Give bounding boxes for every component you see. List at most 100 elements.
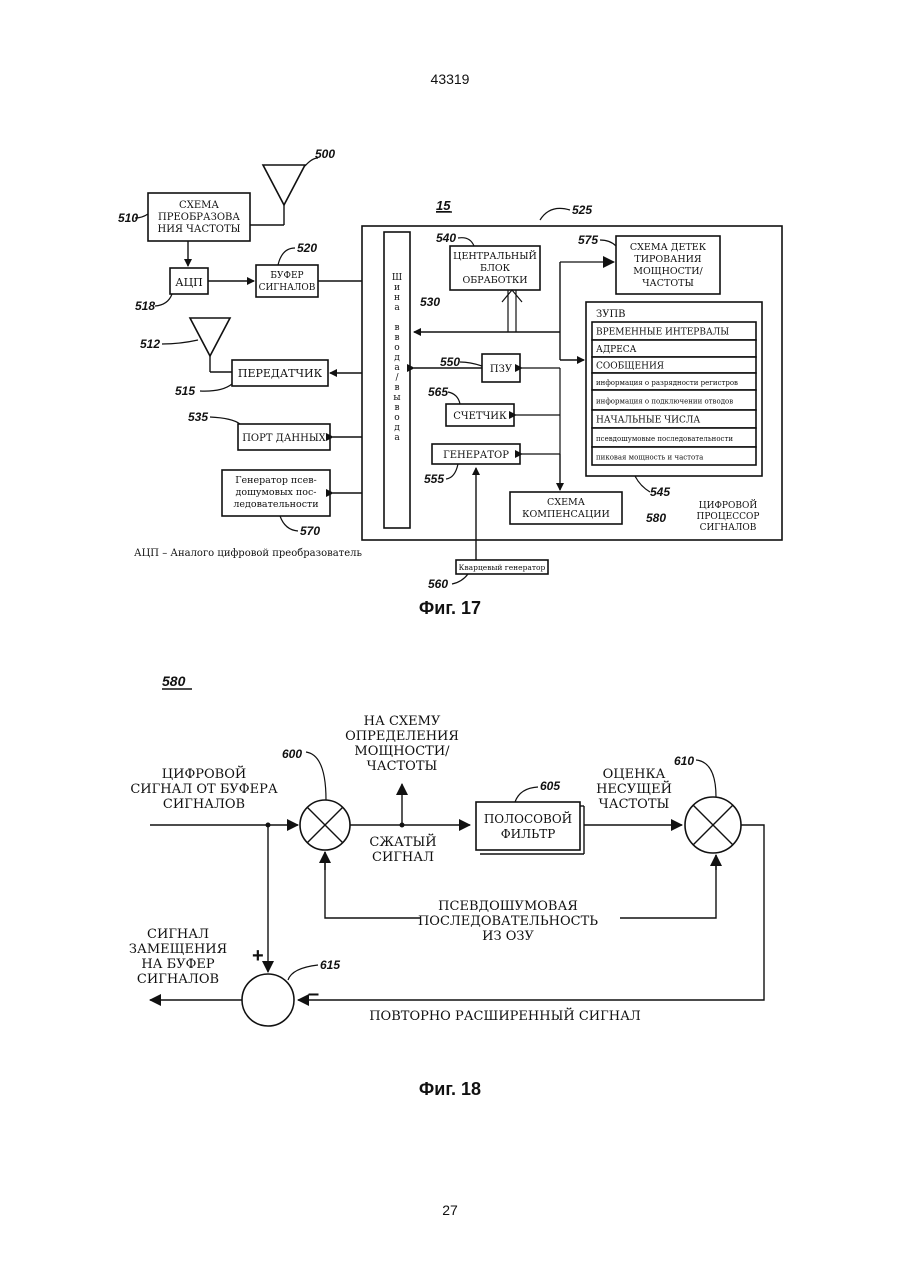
generator-label: ГЕНЕРАТОР (443, 450, 509, 461)
io-bus-char: а (394, 433, 400, 443)
antenna-512-icon (190, 318, 232, 372)
page-header: 43319 (431, 71, 470, 87)
adc-label: АЦП (175, 276, 203, 289)
ram-row-label: ВРЕМЕННЫЕ ИНТЕРВАЛЫ (596, 328, 729, 338)
ref-545: 545 (650, 485, 670, 499)
freq-converter-line-3: НИЯ ЧАСТОТЫ (157, 224, 240, 235)
io-bus-char: ы (393, 393, 400, 403)
pn-ram-3: ИЗ ОЗУ (482, 929, 534, 944)
ref-565: 565 (428, 385, 448, 399)
pn-ram-2: ПОСЛЕДОВАТЕЛЬНОСТЬ (418, 914, 598, 929)
fig18-title-ref: 580 (162, 673, 186, 689)
replace-2: ЗАМЕЩЕНИЯ (129, 942, 227, 957)
fig17-caption: Фиг. 17 (419, 598, 481, 618)
figure-18: 580 ЦИФРОВОЙ СИГНАЛ ОТ БУФЕРА СИГНАЛОВ 6… (129, 673, 764, 1099)
antenna-500-icon (250, 165, 305, 225)
dsp-label-2: ПРОЦЕССОР (697, 512, 760, 522)
ram-row-label: информация о подключении отводов (596, 398, 733, 406)
power-det-line-2: ТИРОВАНИЯ (634, 254, 702, 265)
io-bus-char: в (394, 323, 399, 333)
ref-580: 580 (646, 511, 666, 525)
input-label-2: СИГНАЛ ОТ БУФЕРА (130, 782, 277, 797)
data-port-label: ПОРТ ДАННЫХ (242, 433, 326, 444)
io-bus-char: д (394, 423, 400, 433)
replace-1: СИГНАЛ (147, 927, 209, 942)
io-bus-char: о (394, 413, 399, 423)
io-bus-char: и (394, 283, 400, 293)
transmitter-label: ПЕРЕДАТЧИК (238, 367, 323, 380)
ref-512: 512 (140, 337, 160, 351)
summer-615-icon (242, 974, 294, 1026)
ref-610: 610 (674, 754, 694, 768)
bandpass-1: ПОЛОСОВОЙ (484, 810, 572, 826)
minus-sign: – (308, 983, 319, 1005)
ref-600: 600 (282, 747, 302, 761)
io-bus-char: Ш (392, 273, 402, 283)
ref-535: 535 (188, 410, 208, 424)
multiplier-600-icon (300, 800, 350, 850)
bandpass-2: ФИЛЬТР (501, 827, 556, 841)
rom-label: ПЗУ (490, 364, 513, 375)
figure-17: 500 СХЕМА ПРЕОБРАЗОВА НИЯ ЧАСТОТЫ 510 АЦ… (118, 147, 782, 618)
buffer-line-1: БУФЕР (270, 271, 303, 281)
ref-550: 550 (440, 355, 460, 369)
io-bus-char: д (394, 353, 400, 363)
ref-615: 615 (320, 958, 340, 972)
bandpass-filter-box (476, 802, 580, 850)
compensation-line-2: КОМПЕНСАЦИИ (522, 509, 610, 520)
ram-row-label: информация о разрядности регистров (596, 379, 738, 387)
compressed-2: СИГНАЛ (372, 850, 434, 865)
page-number: 27 (442, 1202, 458, 1218)
ram-rows: ВРЕМЕННЫЕ ИНТЕРВАЛЫ АДРЕСА СООБЩЕНИЯ информ… (592, 322, 756, 465)
compensation-line-1: СХЕМА (547, 497, 586, 508)
ref-515: 515 (175, 384, 195, 398)
ref-500: 500 (315, 147, 335, 161)
carrier-1: ОЦЕНКА (603, 767, 666, 782)
cpu-line-2: БЛОК (480, 263, 511, 274)
replace-4: СИГНАЛОВ (137, 972, 219, 987)
ram-row-label: АДРЕСА (596, 345, 637, 355)
to-power-3: МОЩНОСТИ/ (354, 744, 450, 759)
to-power-4: ЧАСТОТЫ (367, 759, 438, 774)
carrier-2: НЕСУЩЕЙ (596, 780, 672, 797)
ref-540: 540 (436, 231, 456, 245)
ref-530: 530 (420, 295, 440, 309)
input-label-1: ЦИФРОВОЙ (162, 765, 246, 782)
ref-525: 525 (572, 203, 592, 217)
ref-555: 555 (424, 472, 444, 486)
io-bus-char: в (394, 333, 399, 343)
to-power-2: ОПРЕДЕЛЕНИЯ (345, 729, 459, 744)
pn-ram-1: ПСЕВДОШУМОВАЯ (438, 899, 578, 914)
ram-row-label: псевдошумовые последовательности (596, 435, 733, 443)
io-bus-char: а (394, 363, 400, 373)
power-det-line-4: ЧАСТОТЫ (642, 278, 694, 289)
power-det-line-1: СХЕМА ДЕТЕК (630, 242, 707, 253)
power-det-line-3: МОЩНОСТИ/ (633, 266, 703, 277)
dsp-label-1: ЦИФРОВОЙ (699, 499, 758, 511)
carrier-3: ЧАСТОТЫ (599, 797, 670, 812)
ref-15: 15 (436, 198, 451, 213)
compressed-1: СЖАТЫЙ (369, 833, 436, 850)
io-bus-char: в (394, 403, 399, 413)
ref-570: 570 (300, 524, 320, 538)
respread-label: ПОВТОРНО РАСШИРЕННЫЙ СИГНАЛ (369, 1007, 641, 1024)
fig18-caption: Фиг. 18 (419, 1079, 481, 1099)
replace-3: НА БУФЕР (141, 957, 215, 972)
pn-gen-line-3: ледовательности (233, 499, 318, 510)
input-label-3: СИГНАЛОВ (163, 797, 245, 812)
io-bus-char: в (394, 383, 399, 393)
ram-row-label: НАЧАЛЬНЫЕ ЧИСЛА (596, 416, 700, 426)
cpu-line-1: ЦЕНТРАЛЬНЫЙ (453, 250, 537, 262)
io-bus-char: о (394, 343, 399, 353)
ref-575: 575 (578, 233, 598, 247)
dsp-label-3: СИГНАЛОВ (700, 523, 757, 533)
multiplier-610-icon (685, 797, 741, 853)
ram-row-label: СООБЩЕНИЯ (596, 362, 664, 372)
buffer-line-2: СИГНАЛОВ (259, 283, 316, 293)
ref-520: 520 (297, 241, 317, 255)
io-bus-char: а (394, 303, 400, 313)
counter-label: СЧЕТЧИК (453, 411, 507, 422)
freq-converter-line-1: СХЕМА (179, 200, 219, 211)
cpu-line-3: ОБРАБОТКИ (462, 275, 527, 286)
